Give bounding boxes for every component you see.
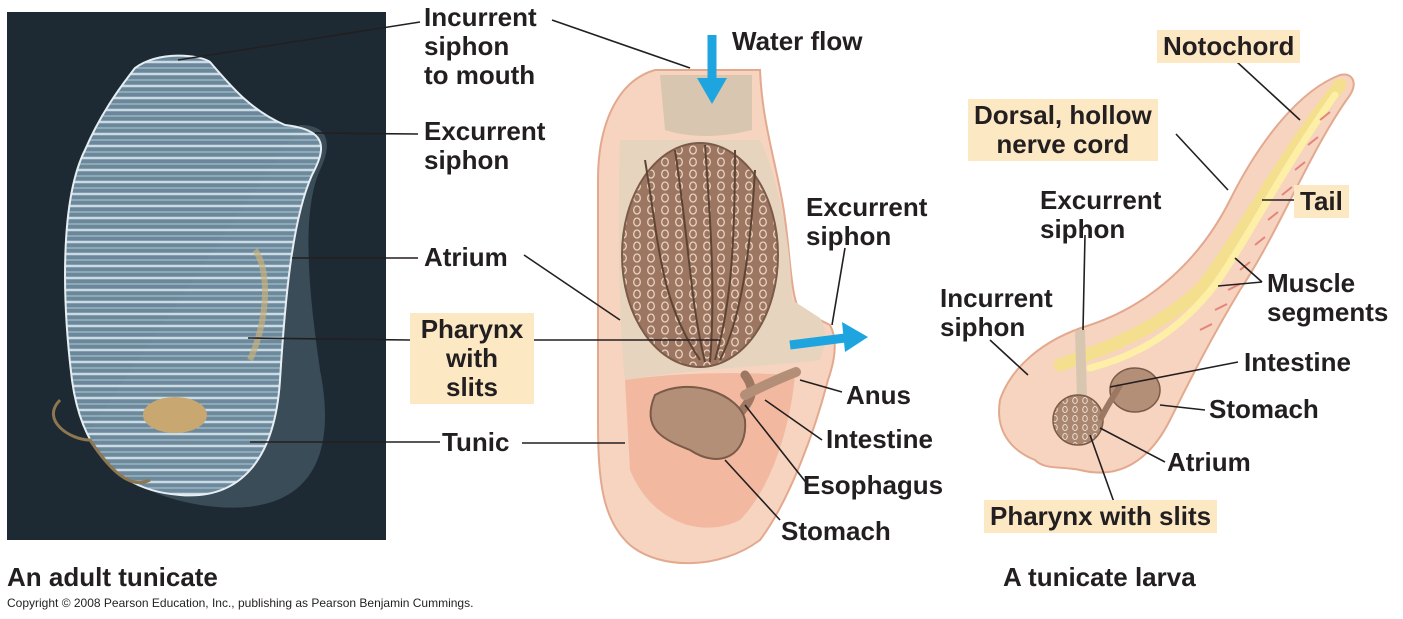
label-larva-stomach: Stomach: [1209, 394, 1319, 424]
larva-excurrent-siphon: [1075, 329, 1087, 401]
label-notochord: Notochord: [1157, 30, 1301, 63]
label-dorsal-hollow-nerve-cord: Dorsal, hollow nerve cord: [968, 99, 1158, 161]
incurrent-siphon-chamber: [660, 75, 752, 136]
caption-adult-tunicate: An adult tunicate: [7, 562, 218, 592]
water-flow-arrow-head: [697, 78, 727, 104]
nerve-cord: [1053, 78, 1347, 372]
label-adult-excurrent-siphon: Excurrent siphon: [424, 116, 546, 175]
stomach-organ: [649, 385, 747, 460]
label-incurrent-siphon-to-mouth: Incurrent siphon to mouth: [424, 2, 537, 90]
pharynx-with-slits: [621, 142, 779, 368]
larva-body: [998, 73, 1355, 474]
intestine-tube: [740, 367, 801, 400]
copyright-notice: Copyright © 2008 Pearson Education, Inc.…: [7, 596, 474, 610]
label-adult-tunic: Tunic: [442, 427, 510, 457]
label-diagram-stomach: Stomach: [781, 516, 891, 546]
excurrent-arrow-shaft: [789, 333, 846, 350]
label-water-flow: Water flow: [732, 26, 863, 56]
larva-pharynx: [1052, 394, 1104, 446]
label-anus: Anus: [846, 380, 911, 410]
gut-mass: [143, 397, 207, 433]
label-tail: Tail: [1294, 185, 1349, 218]
label-larva-incurrent-siphon: Incurrent siphon: [940, 283, 1053, 342]
label-larva-pharynx-with-slits: Pharynx with slits: [984, 500, 1218, 533]
larva-diagram: [998, 73, 1355, 474]
adult-body: [65, 55, 322, 496]
excurrent-arrow-head: [842, 322, 868, 352]
leader-lines: [177, 19, 1301, 521]
label-larva-excurrent-siphon: Excurrent siphon: [1040, 185, 1162, 244]
label-adult-atrium: Atrium: [424, 242, 508, 272]
label-adult-pharynx-with-slits: Pharynx with slits: [410, 313, 534, 404]
label-larva-atrium: Atrium: [1167, 447, 1251, 477]
label-diagram-intestine: Intestine: [826, 424, 933, 454]
adult-tunicate-photo: [7, 12, 386, 540]
caption-tunicate-larva: A tunicate larva: [1003, 562, 1196, 592]
label-muscle-segments: Muscle segments: [1267, 268, 1389, 327]
larva-intestine: [1097, 383, 1123, 422]
label-diagram-excurrent-siphon: Excurrent siphon: [806, 192, 928, 251]
notochord-rod: [1086, 91, 1339, 372]
label-esophagus: Esophagus: [803, 470, 944, 500]
label-larva-intestine: Intestine: [1244, 347, 1351, 377]
